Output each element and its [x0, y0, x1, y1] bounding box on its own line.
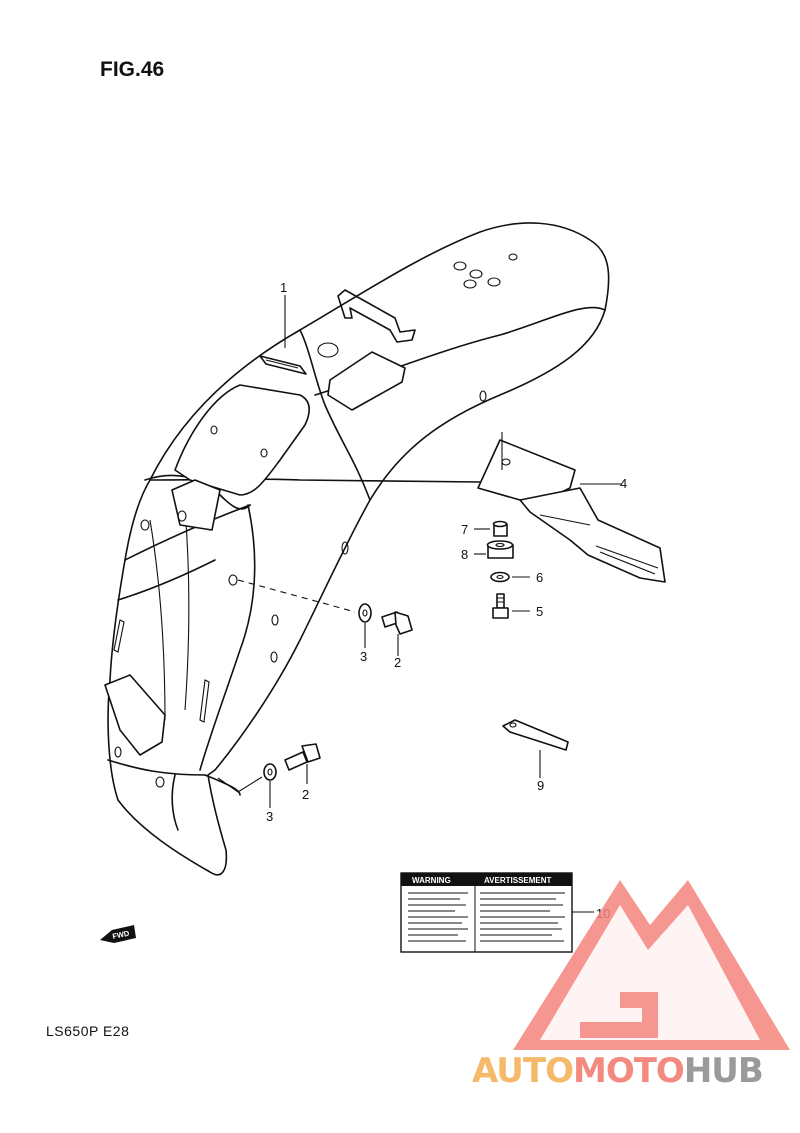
callout-5: 5 [536, 604, 543, 619]
watermark-hub: HUB [684, 1051, 763, 1091]
part-8-cushion [486, 540, 514, 559]
callout-8: 8 [461, 547, 468, 562]
callout-9: 9 [537, 778, 544, 793]
part-3-washer-lower [263, 763, 277, 781]
part-2-bolt-upper [381, 611, 413, 635]
callout-3-upper: 3 [360, 649, 367, 664]
part-3-washer-upper [358, 603, 372, 623]
part-10-warning-label: WARNING AVERTISSEMENT [400, 872, 573, 953]
callout-2-lower: 2 [302, 787, 309, 802]
part-2-bolt-lower [284, 743, 321, 771]
rear-fender [104, 222, 610, 876]
fwd-label: FWD [112, 928, 131, 940]
part-1-plate [259, 355, 307, 375]
part-6-washer [490, 571, 510, 583]
part-4-bracket [477, 439, 666, 583]
avertissement-heading: AVERTISSEMENT [484, 876, 552, 885]
callout-2-upper: 2 [394, 655, 401, 670]
callout-3-lower: 3 [266, 809, 273, 824]
watermark-logo [513, 880, 790, 1050]
fwd-arrow-badge: FWD [100, 925, 136, 943]
callout-7: 7 [461, 522, 468, 537]
svg-text:AUTOMOTOHUB: AUTOMOTOHUB [472, 1051, 763, 1091]
watermark-auto: AUTO [472, 1051, 573, 1091]
watermark-moto: MOTO [573, 1051, 684, 1091]
callout-1: 1 [280, 280, 287, 295]
watermark-text: AUTOMOTOHUB [472, 1051, 764, 1091]
callout-4: 4 [620, 476, 627, 491]
grab-bar [337, 289, 416, 343]
part-5-bolt [492, 593, 509, 619]
warning-heading: WARNING [412, 876, 451, 885]
figure-title: FIG.46 [100, 58, 164, 81]
part-9-strap [502, 719, 569, 751]
callout-6: 6 [536, 570, 543, 585]
model-code: LS650P E28 [46, 1023, 129, 1039]
part-7-spacer [492, 520, 508, 537]
